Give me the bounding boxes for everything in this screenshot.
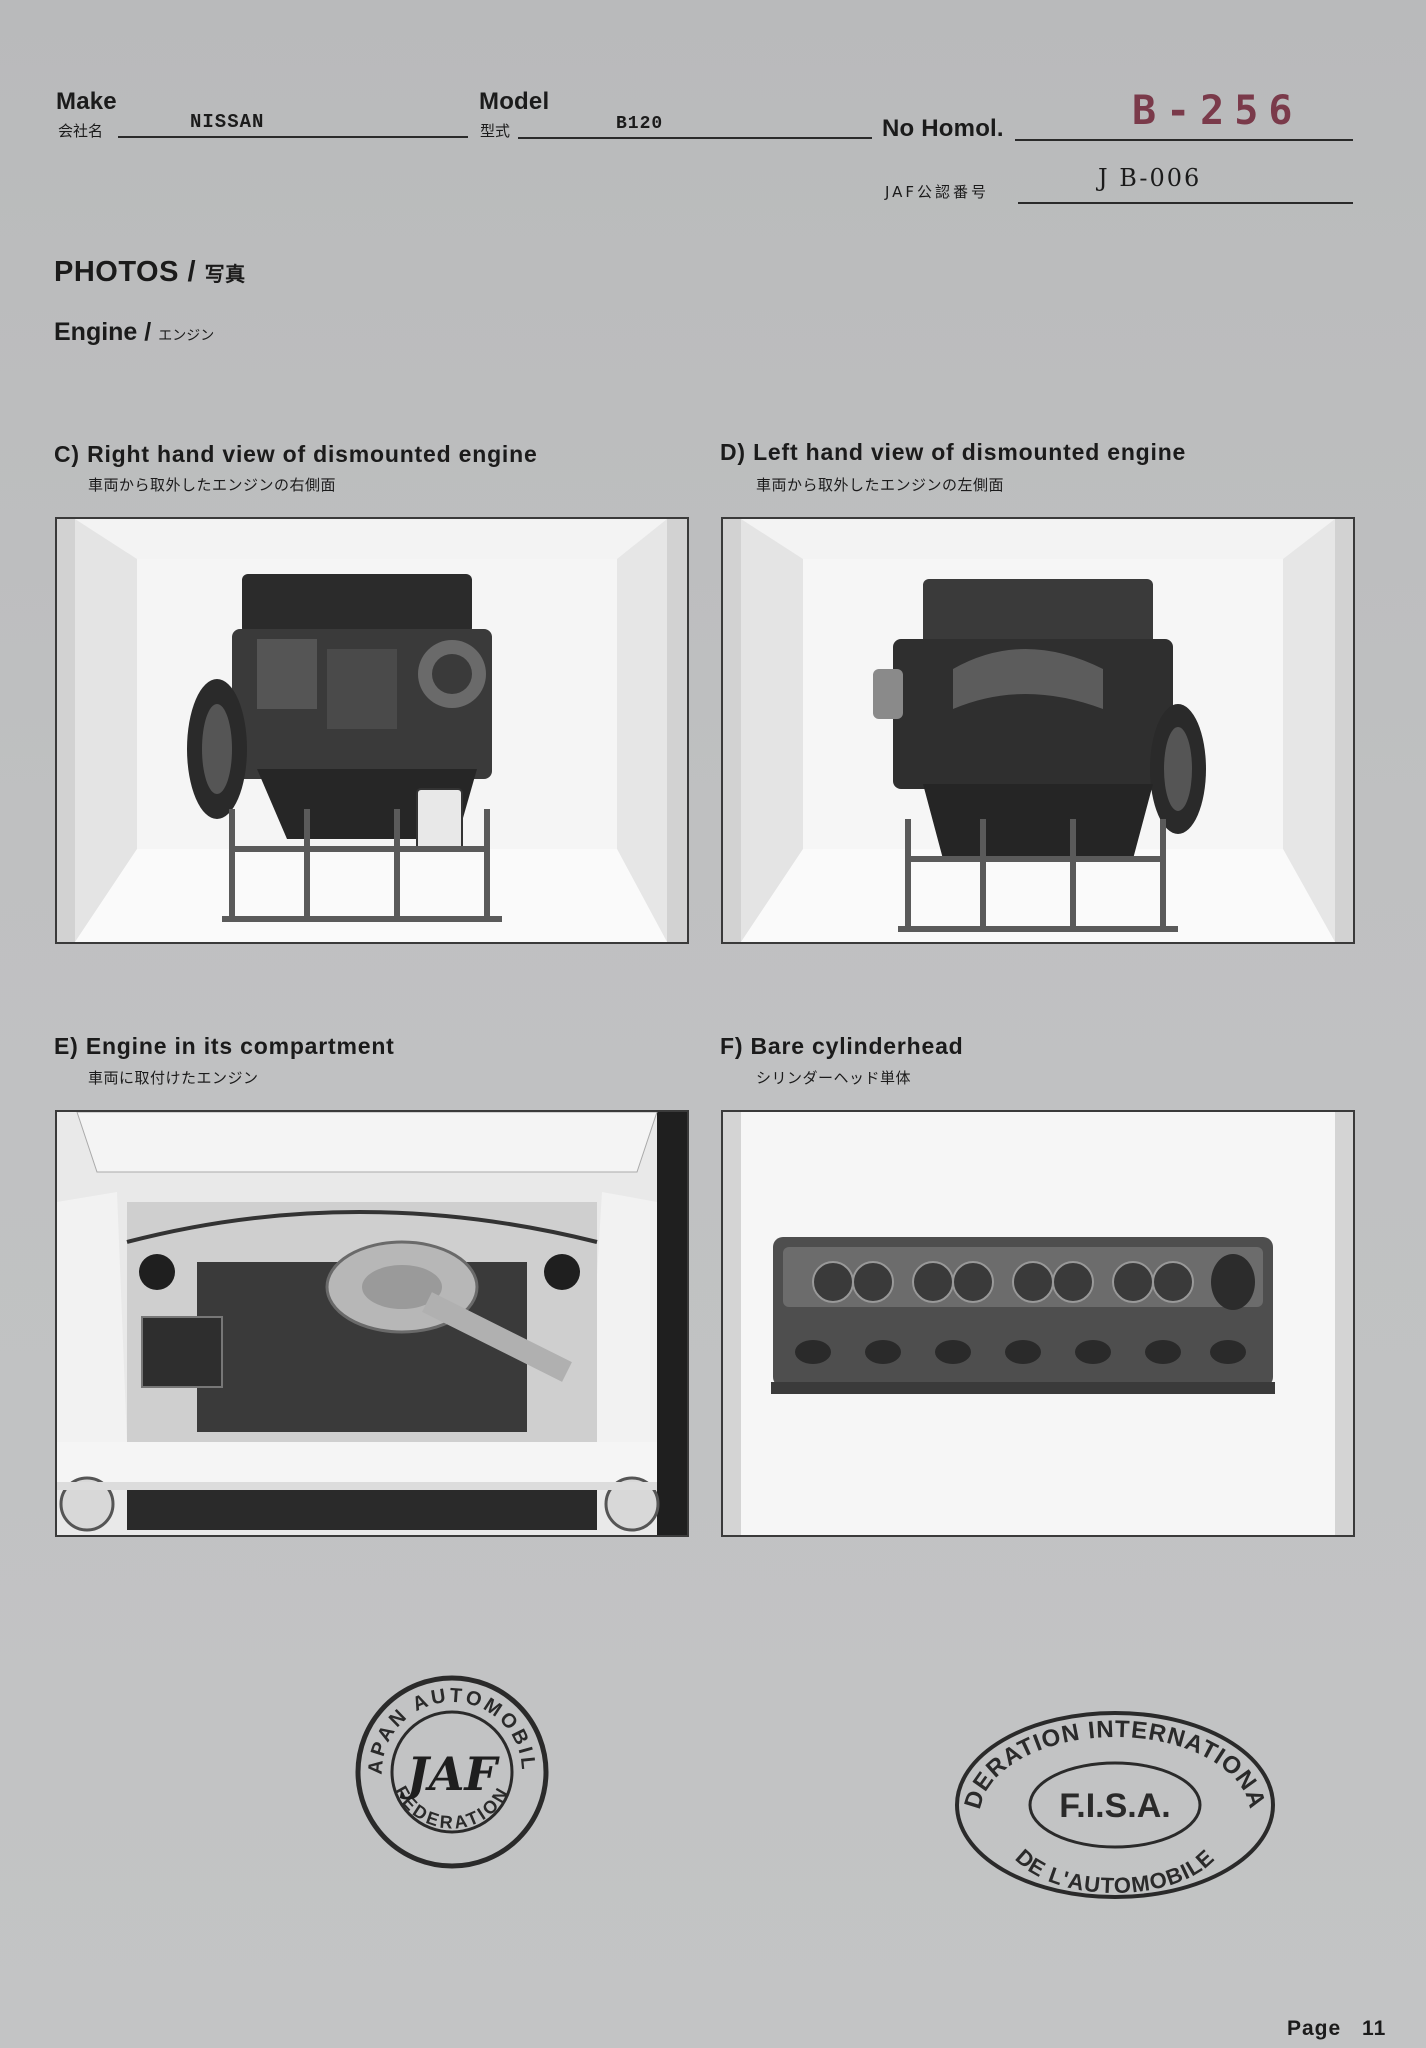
caption-d-text: Left hand view of dismounted engine bbox=[753, 439, 1187, 465]
photo-d-frame bbox=[721, 517, 1355, 944]
homol-underline bbox=[1015, 139, 1353, 141]
caption-d-letter: D) bbox=[720, 439, 746, 465]
svg-text:DE L'AUTOMOBILE: DE L'AUTOMOBILE bbox=[1011, 1844, 1219, 1898]
jaf-number: J B-006 bbox=[1098, 164, 1202, 192]
subtitle-slash: / bbox=[144, 318, 159, 346]
fisa-stamp-bottom-text: DE L'AUTOMOBILE bbox=[1011, 1844, 1218, 1898]
caption-c-text: Right hand view of dismounted engine bbox=[87, 441, 538, 467]
caption-e: E) Engine in its compartment bbox=[54, 1033, 395, 1060]
photo-e-frame bbox=[55, 1110, 689, 1537]
caption-d-jp: 車両から取外したエンジンの左側面 bbox=[756, 476, 1005, 494]
jaf-label: JAF公認番号 bbox=[885, 183, 990, 201]
section-subtitle: Engine / エンジン bbox=[54, 318, 214, 347]
make-label-jp: 会社名 bbox=[58, 122, 104, 140]
photo-c-engine-right bbox=[57, 519, 687, 942]
caption-d: D) Left hand view of dismounted engine bbox=[720, 439, 1186, 466]
caption-f-jp: シリンダーヘッド単体 bbox=[756, 1069, 912, 1087]
section-title: PHOTOS / 写真 bbox=[54, 256, 246, 289]
model-underline bbox=[518, 137, 872, 139]
fisa-oval-stamp: FEDERATION INTERNATIONALE DE L'AUTOMOBIL… bbox=[950, 1705, 1275, 1899]
section-subtitle-en: Engine bbox=[54, 318, 138, 346]
photo-f-frame bbox=[721, 1110, 1355, 1537]
caption-c-letter: C) bbox=[54, 441, 80, 467]
jaf-seal-stamp: JAPAN AUTOMOBILE FEDERATION JAF bbox=[352, 1672, 549, 1869]
photo-c-frame bbox=[55, 517, 689, 944]
model-label: Model bbox=[479, 88, 550, 115]
make-underline bbox=[118, 136, 468, 138]
section-title-jp: 写真 bbox=[204, 262, 246, 286]
page-number: Page 11 bbox=[1287, 2017, 1386, 2041]
page-number-value: 11 bbox=[1362, 2017, 1387, 2040]
make-label: Make bbox=[56, 88, 117, 115]
fisa-stamp-center-text: F.I.S.A. bbox=[1059, 1787, 1170, 1825]
photo-f-cylinderhead bbox=[723, 1112, 1353, 1535]
homol-label: No Homol. bbox=[882, 115, 1004, 142]
caption-f-letter: F) bbox=[720, 1033, 744, 1059]
make-value: NISSAN bbox=[190, 111, 265, 133]
model-value: B120 bbox=[616, 114, 664, 134]
caption-e-text: Engine in its compartment bbox=[85, 1033, 395, 1059]
homol-number: B-256 bbox=[1132, 88, 1303, 134]
jaf-underline bbox=[1018, 202, 1353, 204]
page-label: Page bbox=[1287, 2017, 1342, 2040]
caption-c-jp: 車両から取外したエンジンの右側面 bbox=[88, 476, 337, 494]
caption-c: C) Right hand view of dismounted engine bbox=[54, 441, 538, 468]
caption-f-text: Bare cylinderhead bbox=[750, 1033, 964, 1059]
section-title-en: PHOTOS bbox=[54, 256, 179, 288]
caption-e-letter: E) bbox=[54, 1033, 79, 1059]
jaf-seal-monogram: JAF bbox=[399, 1747, 500, 1801]
caption-e-jp: 車両に取付けたエンジン bbox=[88, 1069, 259, 1087]
model-label-jp: 型式 bbox=[480, 122, 511, 140]
title-slash: / bbox=[187, 256, 205, 288]
section-subtitle-jp: エンジン bbox=[158, 328, 215, 344]
caption-f: F) Bare cylinderhead bbox=[720, 1033, 964, 1060]
photo-e-engine-compartment bbox=[57, 1112, 687, 1535]
photo-d-engine-left bbox=[723, 519, 1353, 942]
